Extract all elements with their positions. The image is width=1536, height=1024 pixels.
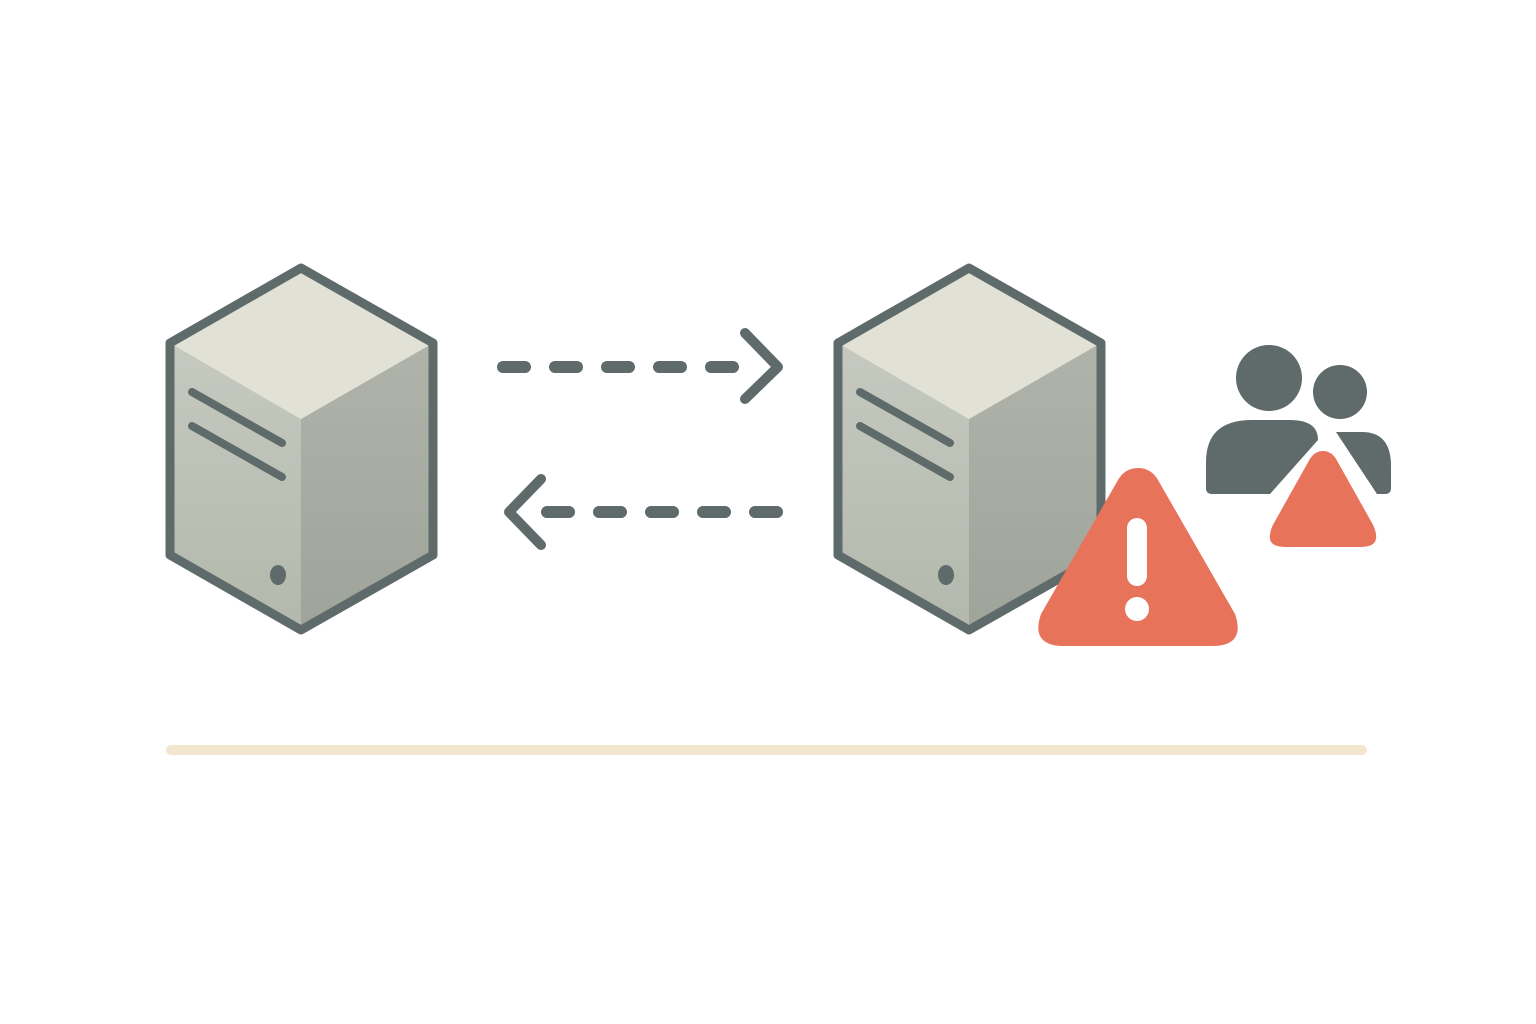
users-warning-triangle bbox=[1263, 445, 1383, 553]
user-front-body bbox=[1206, 420, 1318, 494]
server-a-slot-line bbox=[188, 422, 286, 481]
server-a-power-light bbox=[270, 565, 286, 585]
users-icon bbox=[1206, 345, 1391, 494]
warning-triangle-icon bbox=[1263, 445, 1383, 553]
server-a-right-face bbox=[301, 343, 433, 630]
server-b-slot-line bbox=[856, 422, 954, 481]
warning-exclamation-bar bbox=[1127, 518, 1147, 586]
link-a-to-b-head bbox=[740, 328, 783, 404]
server-b-power-light bbox=[938, 565, 954, 585]
server-b-slot-line bbox=[856, 388, 954, 447]
arrow-left-icon bbox=[504, 474, 783, 550]
server-icon bbox=[165, 263, 438, 635]
link-b-to-a-head bbox=[504, 474, 546, 550]
arrow-right-icon bbox=[497, 328, 783, 404]
warning-triangle-icon bbox=[1038, 468, 1238, 646]
server-a-left-face bbox=[170, 343, 301, 630]
server-b-left-face bbox=[838, 343, 969, 630]
server-b-right-face bbox=[969, 343, 1101, 630]
warning-exclamation-dot bbox=[1125, 597, 1149, 621]
server-a bbox=[165, 263, 438, 635]
server-icon bbox=[833, 263, 1106, 635]
user-back-body bbox=[1336, 432, 1391, 494]
server-b bbox=[833, 263, 1106, 635]
server-b-outline bbox=[833, 263, 1106, 635]
server-a-outline bbox=[165, 263, 438, 635]
user-front-head bbox=[1236, 345, 1302, 411]
user-back-head bbox=[1313, 365, 1367, 419]
server-a-slot-line bbox=[188, 388, 286, 447]
